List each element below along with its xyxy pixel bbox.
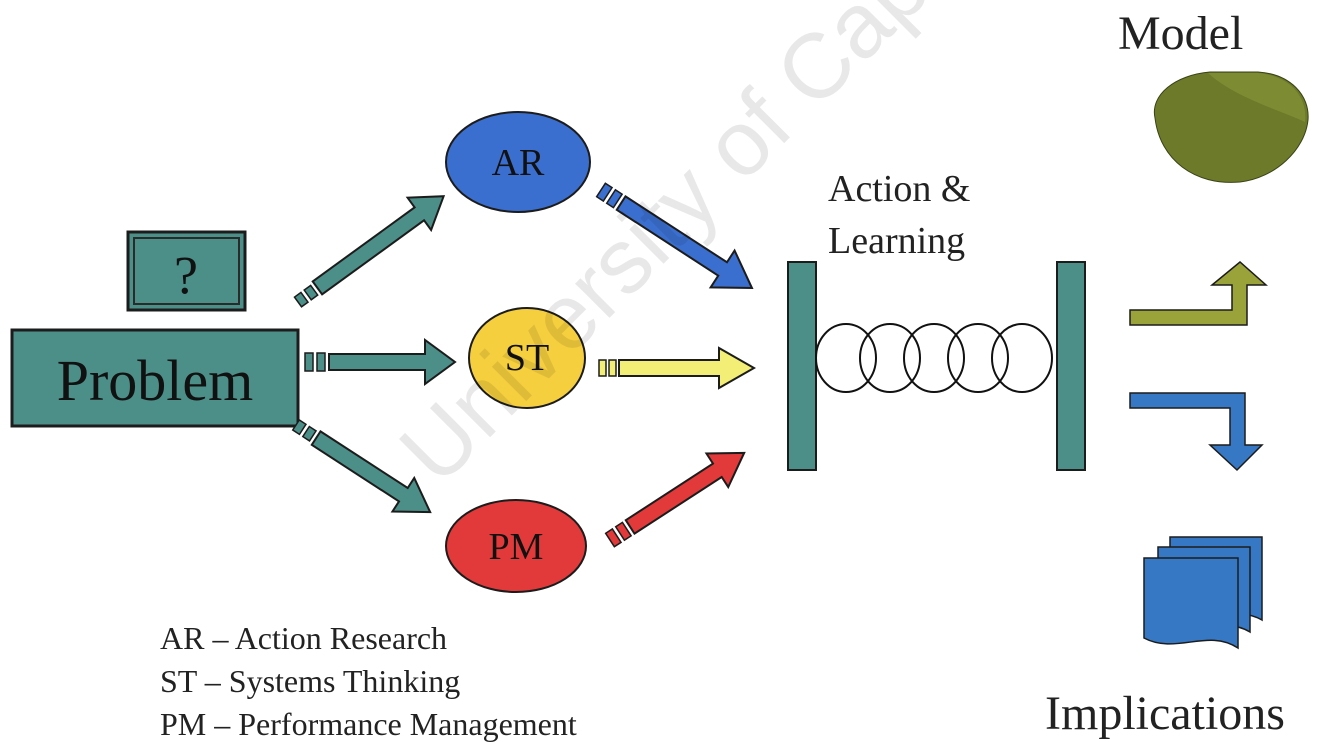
implications-documents-icon <box>1143 536 1263 650</box>
arrow-problem-to-pm <box>291 418 432 514</box>
arrow-problem-to-ar <box>293 195 446 308</box>
action-learning-label-line1: Action & <box>828 168 971 210</box>
st-node: ST <box>468 307 586 409</box>
model-shape <box>1153 71 1309 183</box>
action-learning-label-line2: Learning <box>828 220 966 262</box>
spring-coil <box>815 323 1053 393</box>
arrow-st-to-center <box>598 346 757 390</box>
implications-output-arrow <box>1129 392 1264 472</box>
legend-item-ar: AR – Action Research <box>160 620 448 656</box>
pm-label: PM <box>489 526 544 568</box>
left-plate <box>787 261 817 471</box>
pm-node: PM <box>445 499 587 593</box>
question-box: ? <box>126 230 247 312</box>
ar-label: AR <box>492 142 545 184</box>
problem-label: Problem <box>57 348 254 413</box>
arrow-pm-to-center <box>604 451 746 548</box>
arrow-problem-to-st <box>304 338 457 386</box>
st-label: ST <box>505 337 549 379</box>
question-mark-text: ? <box>174 245 198 305</box>
ar-node: AR <box>445 111 591 213</box>
model-output-arrow <box>1129 261 1268 326</box>
model-label: Model <box>1118 7 1244 60</box>
problem-box: Problem <box>10 328 300 428</box>
legend-item-pm: PM – Performance Management <box>160 706 577 742</box>
implications-label: Implications <box>1045 687 1285 740</box>
arrow-ar-to-center <box>595 182 754 290</box>
right-plate <box>1056 261 1086 471</box>
legend-item-st: ST – Systems Thinking <box>160 663 461 699</box>
